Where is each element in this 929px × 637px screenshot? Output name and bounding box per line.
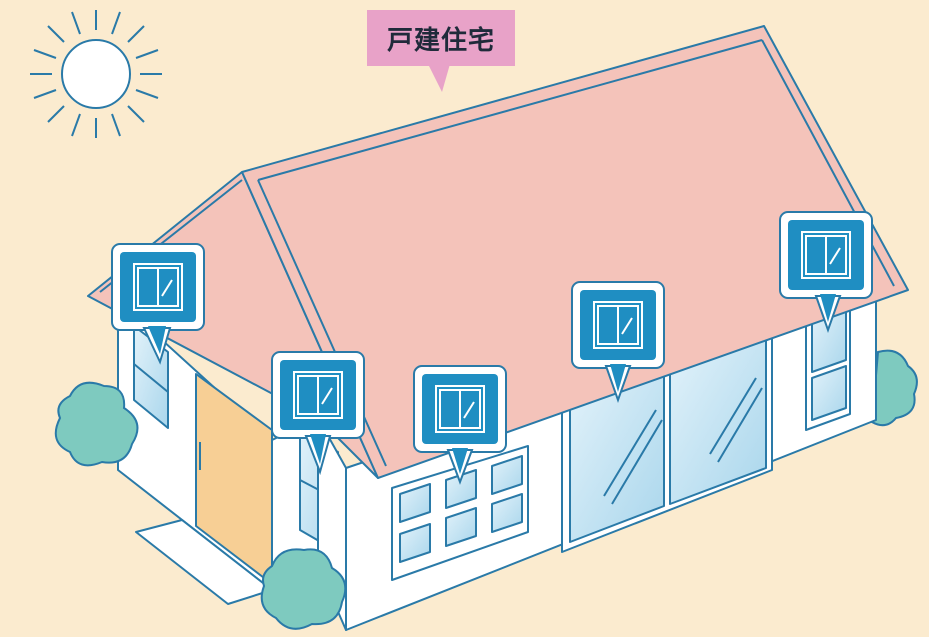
building-type-text: 戸建住宅 xyxy=(386,25,495,56)
bush-center xyxy=(260,548,347,630)
window-marker-front-large[interactable] xyxy=(571,281,665,404)
window-icon xyxy=(435,385,485,433)
window-marker-left-wing-corner[interactable] xyxy=(271,351,365,476)
window-marker-right-end[interactable] xyxy=(779,211,873,334)
window-marker-front-small[interactable] xyxy=(413,365,507,485)
bush-right xyxy=(870,349,918,427)
bush-left xyxy=(54,381,139,467)
label-pointer xyxy=(428,64,450,92)
window-icon xyxy=(133,263,183,311)
building-type-label: 戸建住宅 xyxy=(367,10,515,66)
window-icon xyxy=(293,371,343,419)
sun-icon xyxy=(30,10,162,138)
window-marker-left-gable[interactable] xyxy=(111,243,205,365)
window-icon xyxy=(593,301,643,349)
window-icon xyxy=(801,231,851,279)
